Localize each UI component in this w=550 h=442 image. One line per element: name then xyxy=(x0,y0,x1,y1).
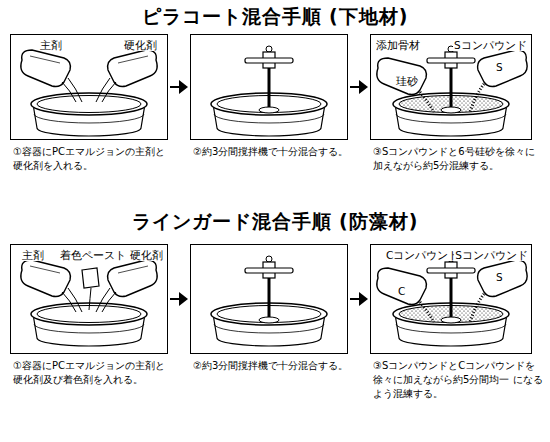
material-label: Sコンパウンド xyxy=(453,39,528,51)
arrow-line xyxy=(170,86,179,88)
step-arrow xyxy=(350,292,368,306)
paste-stream xyxy=(89,288,91,310)
material-label: Cコンパウンド xyxy=(385,249,460,261)
material-label: 主剤 xyxy=(21,249,45,261)
mixer xyxy=(245,46,293,113)
step-panel: ②約3分間撹拌機で十分混合する。 xyxy=(190,244,348,354)
material-label: Sコンパウンド xyxy=(454,249,529,261)
material-label: 添加骨材 xyxy=(375,39,421,51)
diagram-title: ラインガード混合手順 (防藻材) xyxy=(0,208,550,234)
step-panel: CコンパウンドSコンパウンドCS③SコンパウンドとCコンパウンドを 徐々に加えな… xyxy=(370,244,532,354)
arrow-head xyxy=(359,292,368,306)
hardener-bag xyxy=(96,50,157,102)
paste-jar xyxy=(82,268,99,288)
step-arrow xyxy=(350,80,368,94)
diagram-title: ピラコート混合手順 (下地材) xyxy=(0,3,550,29)
step-caption: ①容器にPCエマルジョンの主剤と 硬化剤を入れる。 xyxy=(13,145,173,173)
step-arrow xyxy=(170,80,188,94)
compound-bag xyxy=(470,50,527,112)
step-panel: 主剤硬化剤①容器にPCエマルジョンの主剤と 硬化剤を入れる。 xyxy=(10,34,168,140)
arrow-head xyxy=(179,292,188,306)
arrow-line xyxy=(170,298,179,300)
material-label: 着色ペースト xyxy=(59,249,127,261)
material-label: 主剤 xyxy=(39,39,63,51)
step-panel: 主剤着色ペースト硬化剤①容器にPCエマルジョンの主剤と 硬化剤及び着色剤を入れる… xyxy=(10,244,168,354)
material-label: S xyxy=(495,271,504,283)
resin-bag xyxy=(21,50,82,102)
material-label: 珪砂 xyxy=(395,75,419,87)
arrow-line xyxy=(350,298,359,300)
step-caption: ②約3分間撹拌機で十分混合する。 xyxy=(193,359,353,373)
step-caption: ③Sコンパウンドと6号硅砂を徐々に 加えながら約5分混練する。 xyxy=(373,145,545,173)
hardener-bag xyxy=(96,260,157,312)
step-panel: ②約3分間撹拌機で十分混合する。 xyxy=(190,34,348,140)
step-caption: ③SコンパウンドとCコンパウンドを 徐々に加えながら約5分間均一 になるよう混練… xyxy=(373,359,545,401)
material-label: 硬化剤 xyxy=(123,39,158,51)
arrow-head xyxy=(179,80,188,94)
sand-bag xyxy=(377,58,434,112)
material-label: 硬化剤 xyxy=(129,249,164,261)
resin-bag xyxy=(21,260,82,312)
mixer xyxy=(427,256,475,323)
mixer xyxy=(245,256,293,323)
arrow-line xyxy=(350,86,359,88)
compound-bag xyxy=(377,268,434,322)
step-caption: ②約3分間撹拌機で十分混合する。 xyxy=(193,145,353,159)
material-label: S xyxy=(495,61,504,73)
material-label: C xyxy=(397,285,406,297)
step-caption: ①容器にPCエマルジョンの主剤と 硬化剤及び着色剤を入れる。 xyxy=(13,359,173,387)
bucket xyxy=(31,93,147,136)
mixer xyxy=(427,46,475,113)
arrow-head xyxy=(359,80,368,94)
step-arrow xyxy=(170,292,188,306)
step-panel: 添加骨材Sコンパウンド珪砂S③Sコンパウンドと6号硅砂を徐々に 加えながら約5分… xyxy=(370,34,532,140)
compound-bag xyxy=(470,260,527,322)
